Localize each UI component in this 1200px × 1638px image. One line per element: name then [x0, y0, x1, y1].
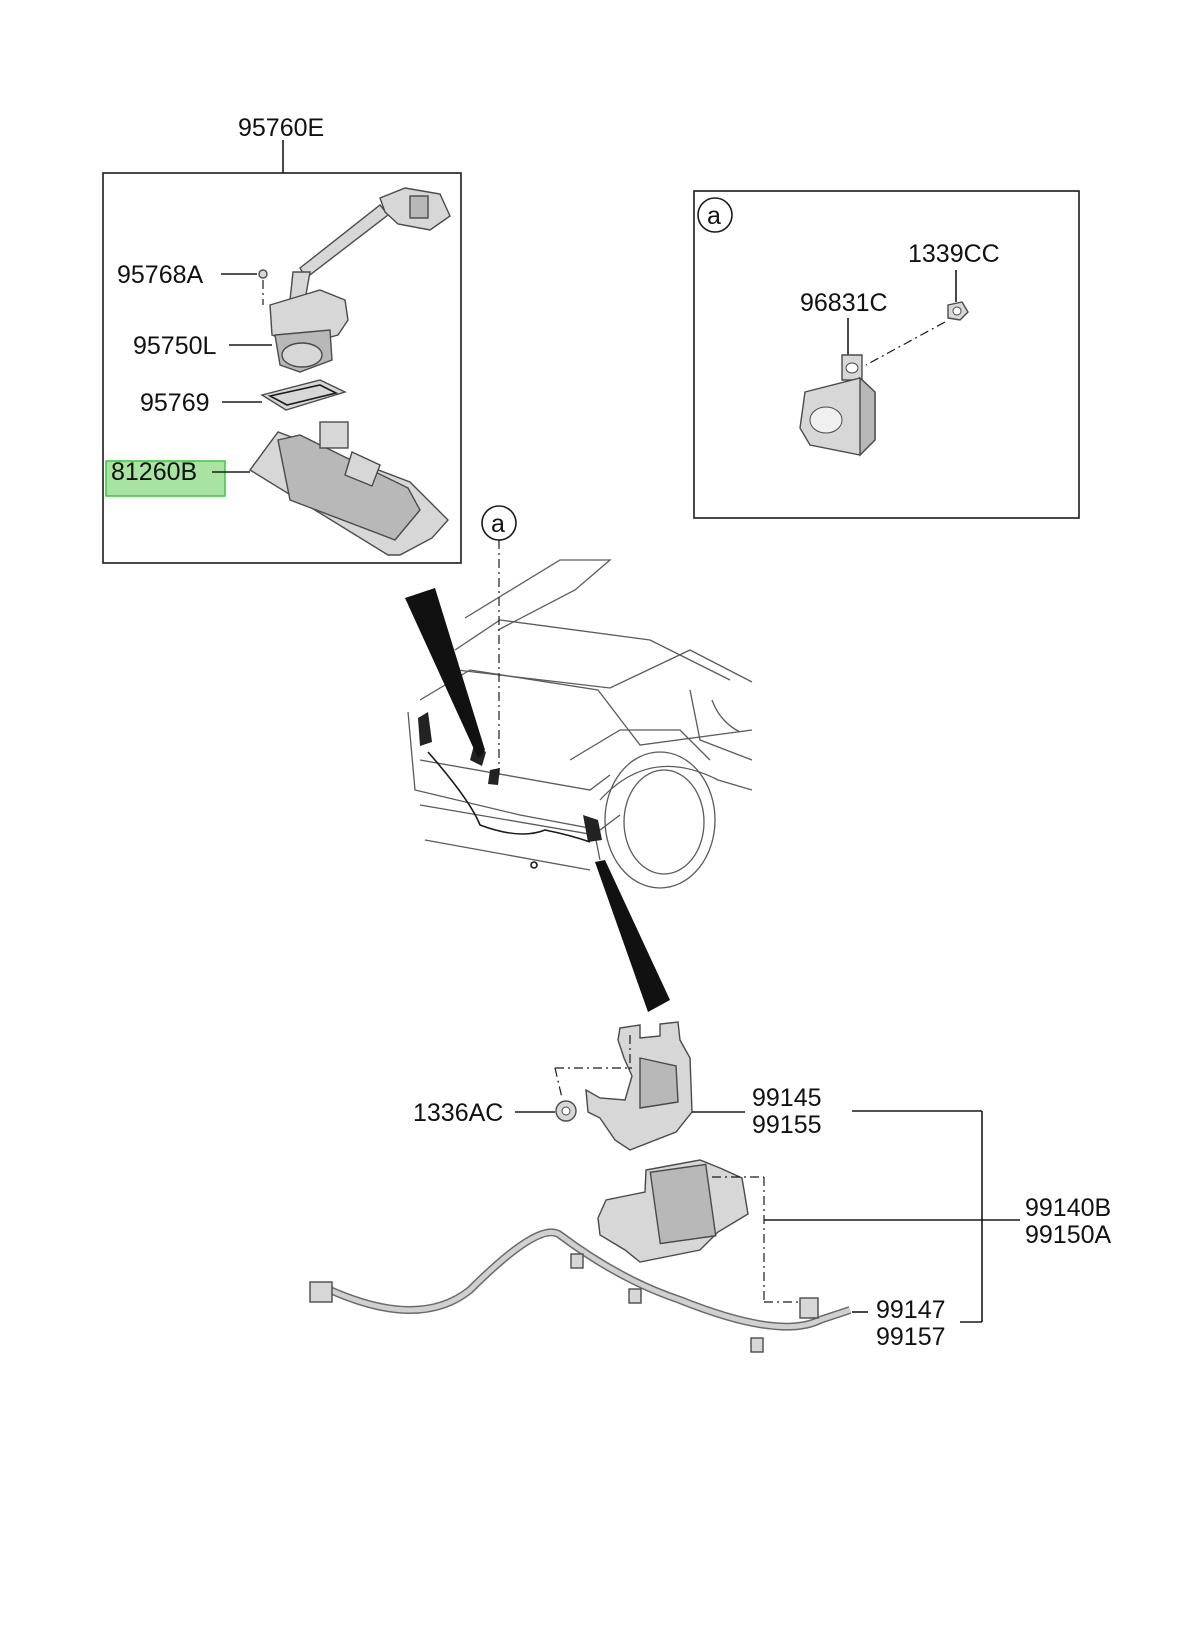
- screw-drawing: [258, 269, 268, 305]
- callout-99155[interactable]: 99155: [752, 1111, 822, 1139]
- callout-99140B[interactable]: 99140B: [1025, 1194, 1111, 1222]
- detail-a-frame: [693, 190, 1080, 519]
- pointer-to-module: [595, 860, 670, 1012]
- detail-a-group: a 1339CC 96831C: [693, 190, 1080, 519]
- callout-1339CC[interactable]: 1339CC: [908, 240, 1000, 268]
- camera-assembly-frame: [102, 172, 462, 564]
- sensor-unit-drawing: [799, 354, 876, 457]
- callout-leader-lines: [692, 1110, 1020, 1323]
- nut-drawing: [947, 301, 969, 321]
- camera-assembly-group: 95760E 95768A 95750L 95769: [102, 114, 462, 564]
- detail-a-marker-label: a: [707, 202, 721, 230]
- callout-96831C[interactable]: 96831C: [800, 289, 888, 317]
- callout-99145[interactable]: 99145: [752, 1084, 822, 1112]
- pointer-to-lamp: [405, 588, 485, 758]
- car-detail-a-label: a: [491, 510, 505, 538]
- callout-1336AC[interactable]: 1336AC: [413, 1099, 503, 1127]
- control-module-drawing: [597, 1159, 749, 1263]
- detail-a-marker-circle: [697, 197, 733, 233]
- callout-95768A[interactable]: 95768A: [117, 261, 204, 289]
- callout-81260B-highlight: [105, 460, 226, 497]
- license-lamp-housing-drawing: [248, 421, 449, 556]
- callout-95760E[interactable]: 95760E: [238, 114, 324, 142]
- callout-99157[interactable]: 99157: [876, 1323, 946, 1351]
- wiring-harness-drawing: [309, 1228, 852, 1353]
- camera-unit-drawing: [269, 187, 451, 373]
- clip-nut-drawing: [555, 1100, 577, 1122]
- car-detail-a-marker: a: [481, 505, 517, 775]
- callout-95750L[interactable]: 95750L: [133, 332, 217, 360]
- callout-95769[interactable]: 95769: [140, 389, 210, 417]
- callout-81260B[interactable]: 81260B: [111, 458, 197, 486]
- bracket-drawing: [585, 1021, 693, 1151]
- vehicle-rear-drawing: [407, 559, 753, 889]
- callout-99150A[interactable]: 99150A: [1025, 1221, 1112, 1249]
- callout-99147[interactable]: 99147: [876, 1296, 946, 1324]
